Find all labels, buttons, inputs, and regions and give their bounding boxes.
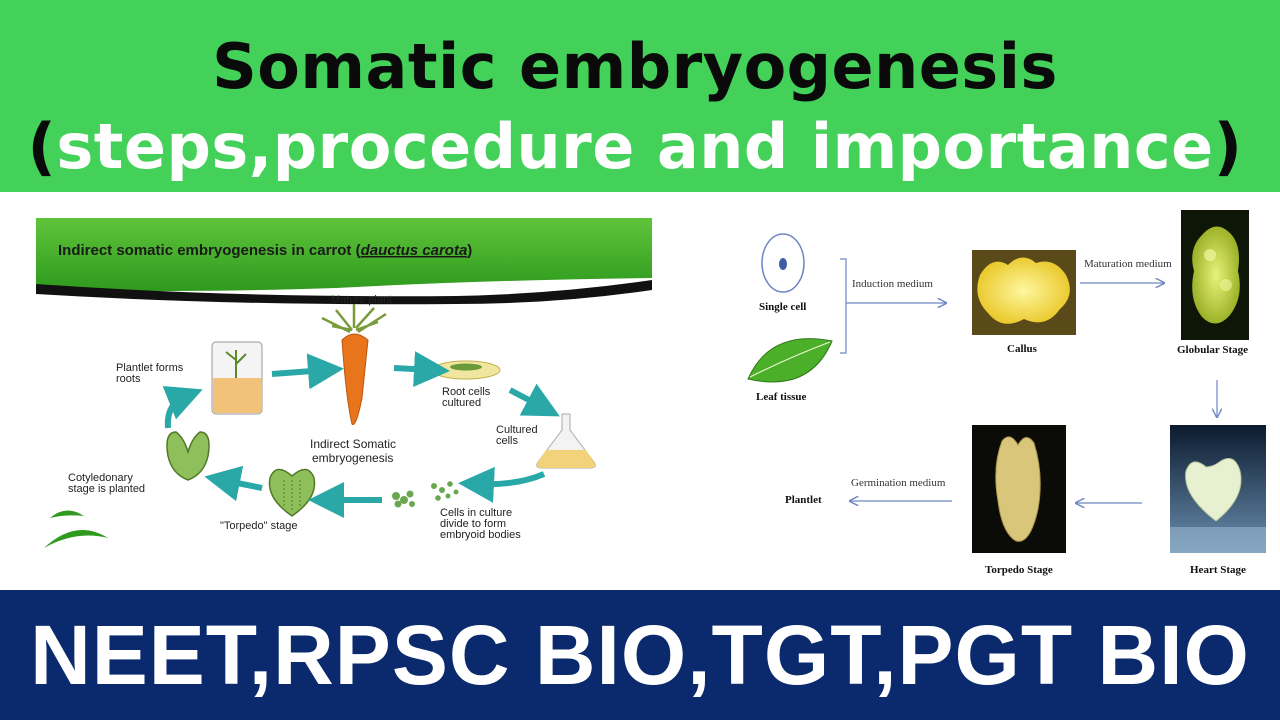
subtitle-open-paren: ( xyxy=(27,110,57,183)
torpedo-stage-image xyxy=(972,425,1066,553)
label-leaf-tissue: Leaf tissue xyxy=(756,391,807,403)
diagram-header-swoosh xyxy=(36,280,652,305)
label-germination-medium: Germination medium xyxy=(851,477,946,489)
culture-flask-illustration xyxy=(536,413,596,469)
subtitle-close-paren: ) xyxy=(1213,110,1243,183)
footer-banner xyxy=(0,590,1280,720)
globular-stage-image xyxy=(1181,210,1249,340)
label-cells-culture-3: embryoid bodies xyxy=(440,529,521,541)
footer-exams-text: NEET,RPSC BIO,TGT,PGT BIO xyxy=(30,608,1250,702)
label-callus: Callus xyxy=(1007,343,1038,355)
heading-species: dauctus carota xyxy=(361,242,468,259)
page-title: Somatic embryogenesis xyxy=(212,30,1058,103)
label-mature-plant: Mature plant xyxy=(331,294,392,306)
label-center-1: Indirect Somatic xyxy=(310,437,396,451)
diagram-heading: Indirect somatic embryogenesis in carrot… xyxy=(58,242,472,259)
mature-carrot-illustration xyxy=(321,304,387,425)
heart-stage-image xyxy=(1170,425,1266,553)
petri-dish-illustration xyxy=(431,360,501,380)
plantlet-beaker-illustration xyxy=(211,341,263,415)
cycle-arrows xyxy=(162,351,560,518)
label-single-cell: Single cell xyxy=(759,301,806,313)
label-plantlet: Plantlet xyxy=(785,494,822,506)
label-cotyledonary-1: Cotyledonary xyxy=(68,472,133,484)
title-banner xyxy=(0,0,1280,192)
label-cultured-cells-1: Cultured xyxy=(496,424,538,436)
leaf-icon xyxy=(747,338,833,383)
single-cell-icon xyxy=(761,233,805,293)
label-globular-stage: Globular Stage xyxy=(1177,344,1248,356)
induction-bracket xyxy=(840,258,946,354)
label-heart-stage: Heart Stage xyxy=(1190,564,1246,576)
label-cotyledonary-2: stage is planted xyxy=(68,483,145,495)
label-plantlet-forms-roots-2: roots xyxy=(116,373,141,385)
label-root-cells-1: Root cells xyxy=(442,386,491,398)
diagram-header-band xyxy=(36,218,652,291)
cotyledonary-embryo-illustration xyxy=(166,431,210,481)
label-induction-medium: Induction medium xyxy=(852,278,933,290)
label-maturation-medium: Maturation medium xyxy=(1084,258,1172,270)
embryoid-bodies-illustration xyxy=(392,481,459,508)
label-cells-culture-1: Cells in culture xyxy=(440,507,512,519)
page-subtitle: (steps,procedure and importance) xyxy=(0,108,1270,186)
label-center-2: embryogenesis xyxy=(312,451,393,465)
embryogenesis-flow-diagram: Single cell Leaf tissue Induction medium… xyxy=(747,210,1266,576)
subtitle-text: steps,procedure and importance xyxy=(56,110,1214,183)
label-cells-culture-2: divide to form xyxy=(440,518,506,530)
indirect-embryogenesis-diagram: Indirect somatic embryogenesis in carrot… xyxy=(36,218,652,548)
torpedo-embryo-illustration xyxy=(268,468,316,517)
label-torpedo: "Torpedo" stage xyxy=(220,520,298,532)
corner-logo xyxy=(44,510,108,548)
heading-prefix: Indirect somatic embryogenesis in carrot… xyxy=(58,242,361,259)
label-root-cells-2: cultured xyxy=(442,397,481,409)
callus-image xyxy=(972,250,1076,335)
label-cultured-cells-2: cells xyxy=(496,435,519,447)
label-torpedo-stage: Torpedo Stage xyxy=(985,564,1053,576)
label-plantlet-forms-roots-1: Plantlet forms xyxy=(116,362,184,374)
heading-suffix: ) xyxy=(467,242,472,259)
